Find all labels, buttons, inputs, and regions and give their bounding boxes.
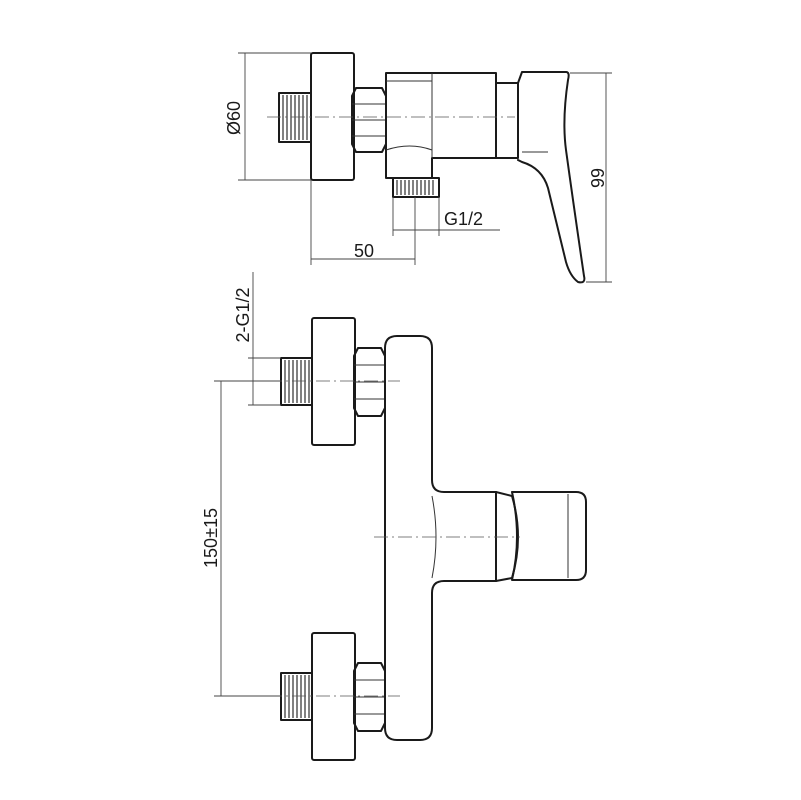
- front-mixer-body: [384, 335, 497, 741]
- side-wall-flange: [310, 52, 355, 181]
- front-lower-nipple: [280, 672, 313, 721]
- front-upper-nipple: [280, 357, 313, 406]
- dim-outlet-thread: [392, 197, 500, 236]
- front-lower-hex-nut: [353, 662, 386, 732]
- side-mixer-body: [385, 72, 497, 179]
- side-inlet-nipple: [278, 92, 312, 143]
- side-outlet-thread-lines: [396, 180, 434, 195]
- dim-diameter-label: Ø60: [224, 101, 244, 135]
- dim-depth: [310, 180, 416, 265]
- dim-inlet-threads: [248, 272, 281, 406]
- side-lever-handle: [517, 71, 586, 284]
- front-upper-thread: [284, 360, 310, 403]
- side-handle-base: [495, 82, 519, 159]
- front-view: 150±15 2-G1/2: [201, 272, 587, 761]
- dim-diameter: [238, 52, 311, 181]
- side-hex-nut: [351, 87, 387, 153]
- side-outlet-thread: [392, 177, 440, 198]
- dim-center-distance: [214, 380, 281, 697]
- dim-height-label: 99: [588, 168, 608, 188]
- side-view: Ø60 99 50 G1/2: [224, 52, 612, 284]
- dim-center-distance-label: 150±15: [201, 508, 221, 568]
- dim-inlet-threads-label: 2-G1/2: [233, 287, 253, 342]
- front-lower-thread: [284, 675, 310, 718]
- front-handle-knob: [511, 491, 587, 581]
- dim-height: [570, 72, 612, 283]
- front-lower-flange: [311, 632, 356, 761]
- front-upper-hex-nut: [353, 347, 386, 417]
- dim-outlet-thread-label: G1/2: [444, 209, 483, 229]
- dim-depth-label: 50: [354, 241, 374, 261]
- side-inlet-thread: [282, 95, 308, 140]
- front-upper-flange: [311, 317, 356, 446]
